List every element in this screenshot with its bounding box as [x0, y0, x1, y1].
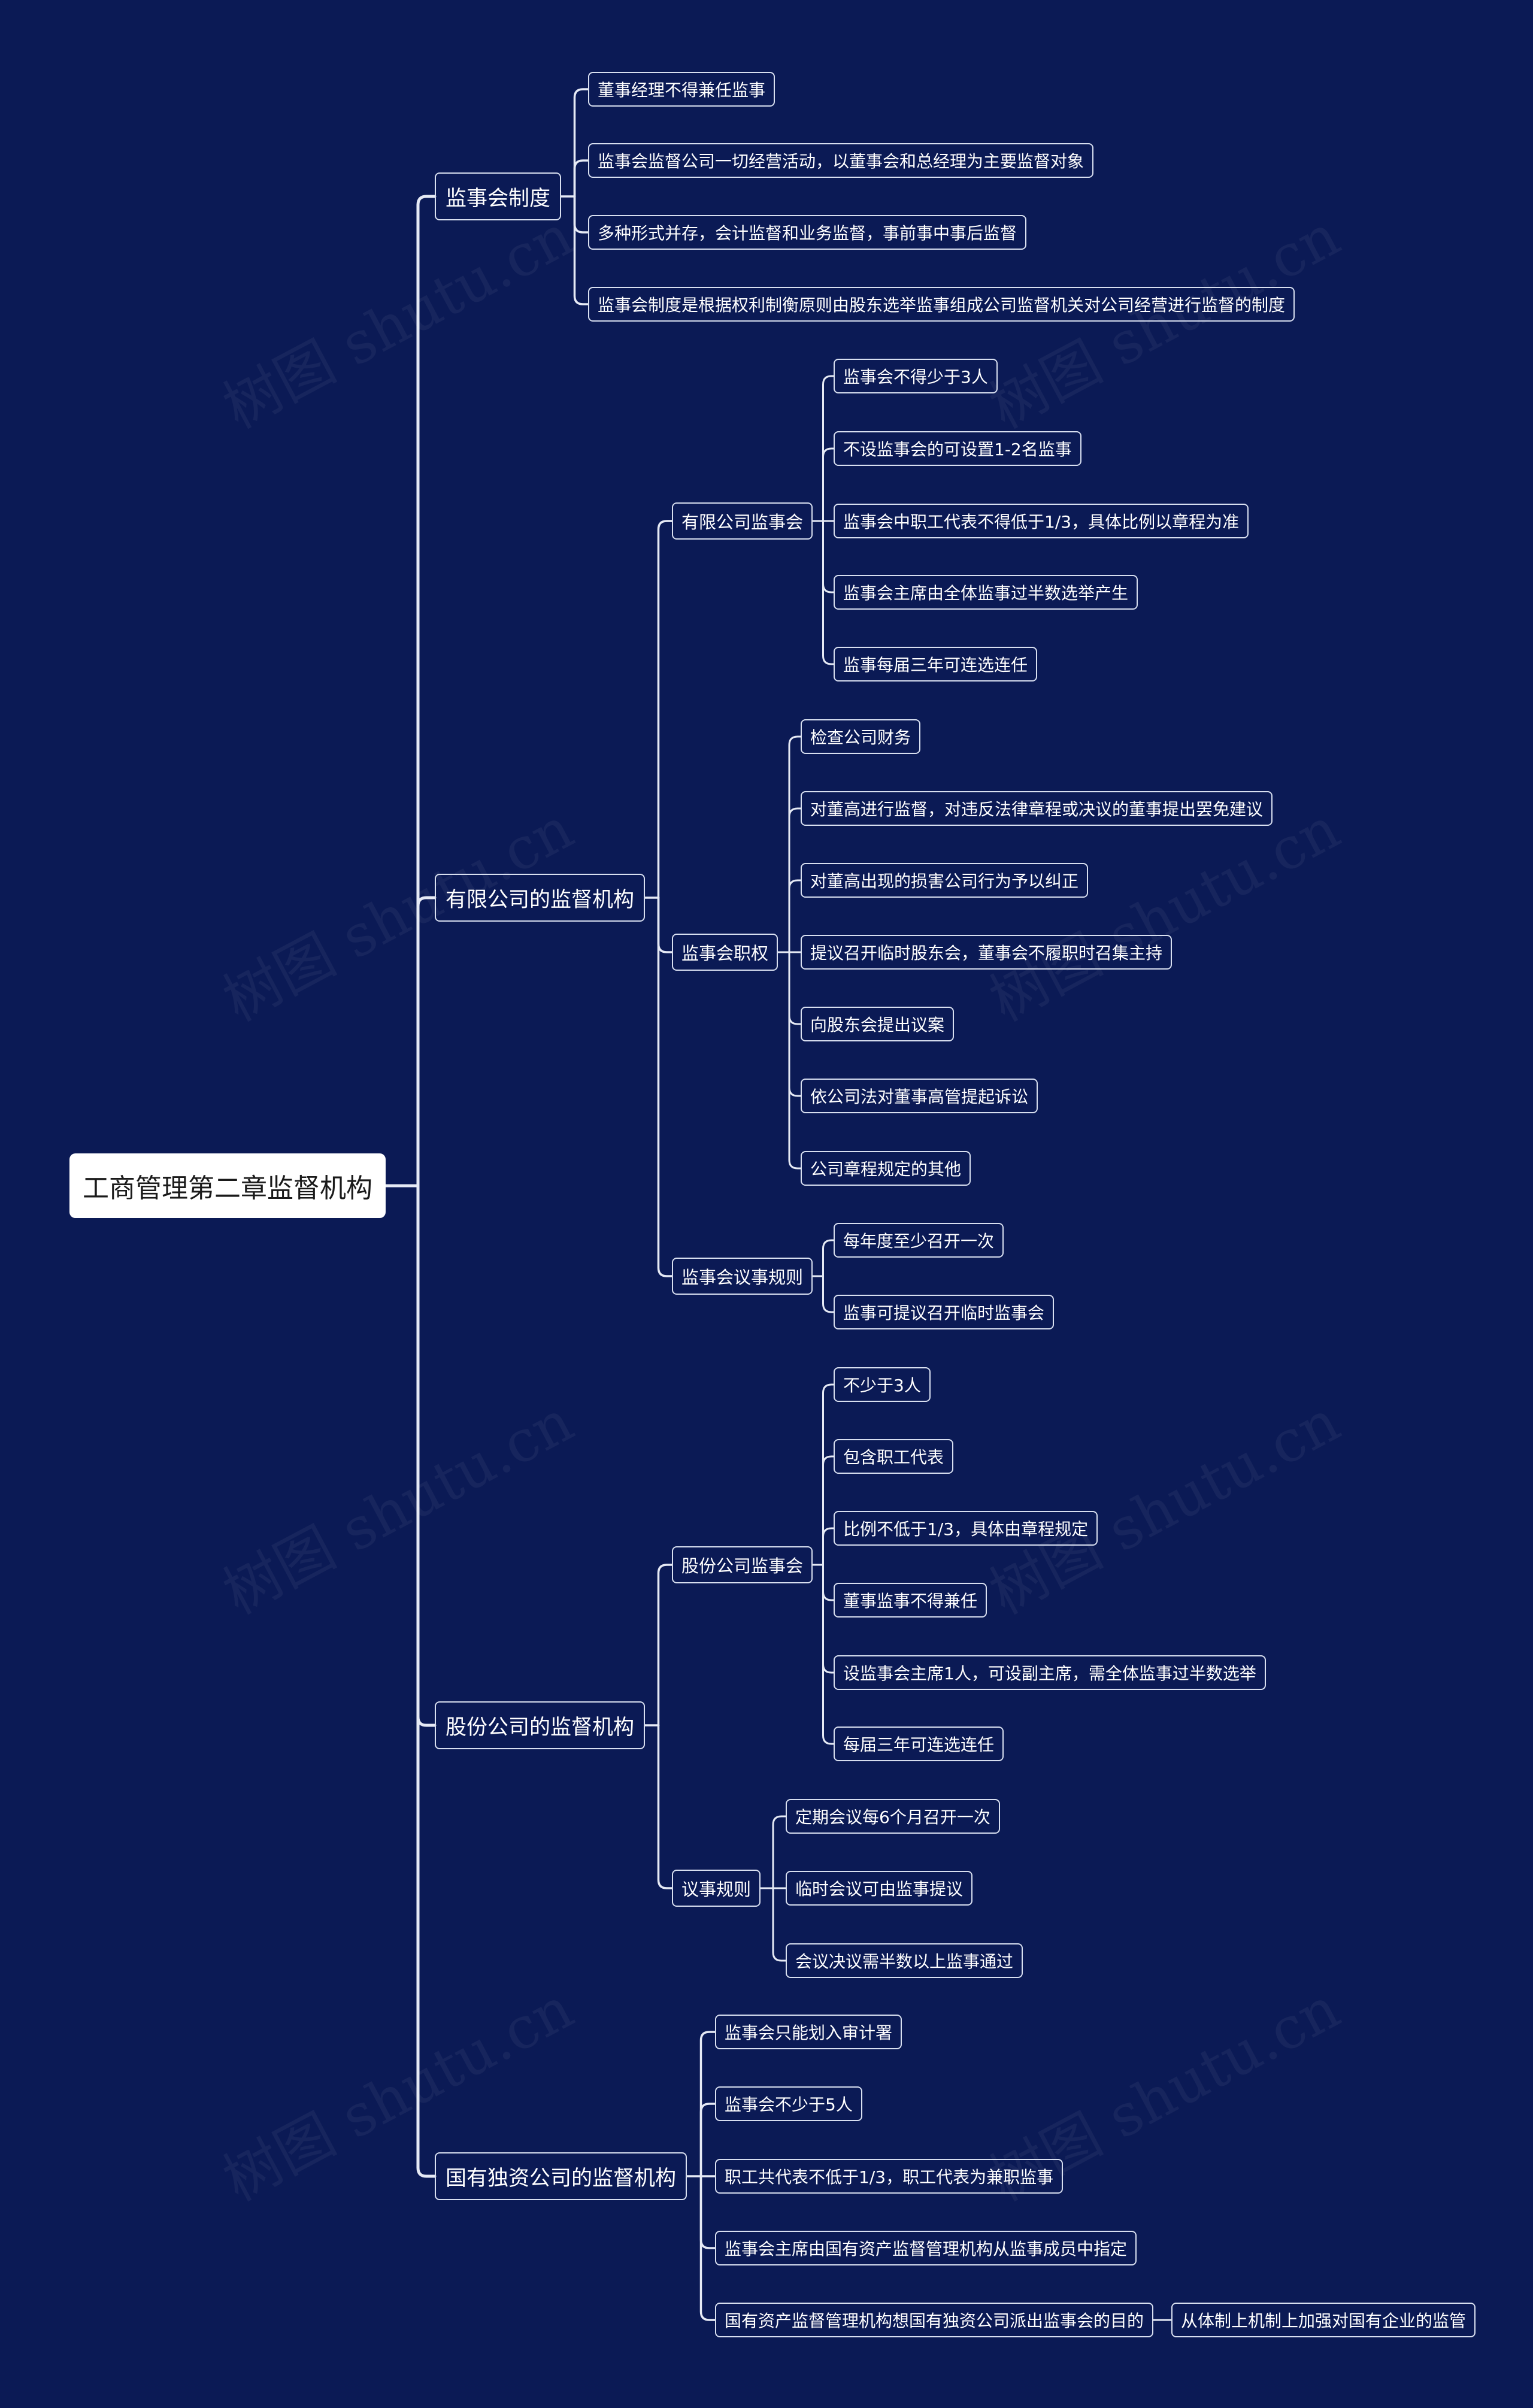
connector-line: [573, 159, 589, 198]
topic-leaf[interactable]: 监事会不得少于3人: [834, 359, 998, 393]
branch-supervisory-system[interactable]: 监事会制度: [435, 172, 562, 220]
connector-line: [822, 1239, 835, 1277]
connector-line: [822, 1455, 835, 1566]
topic-leaf[interactable]: 比例不低于1/3，具体由章程规定: [834, 1511, 1098, 1546]
connector-line: [772, 1815, 787, 1889]
connector-line: [822, 1275, 835, 1313]
connector-line: [822, 1383, 835, 1566]
subtopic-node[interactable]: 股份公司监事会: [672, 1546, 813, 1583]
topic-leaf[interactable]: 监事会主席由国有资产监督管理机构从监事成员中指定: [715, 2231, 1137, 2265]
topic-leaf[interactable]: 监事可提议召开临时监事会: [834, 1295, 1055, 1329]
subtopic-node[interactable]: 监事会议事规则: [672, 1258, 813, 1295]
topic-leaf[interactable]: 监事会监督公司一切经营活动，以董事会和总经理为主要监督对象: [588, 143, 1094, 178]
connector-line: [822, 1564, 835, 1674]
topic-leaf[interactable]: 向股东会提出议案: [801, 1007, 955, 1041]
connector-line: [788, 807, 802, 953]
topic-leaf[interactable]: 不少于3人: [834, 1367, 931, 1402]
connector-line: [573, 195, 589, 305]
topic-leaf[interactable]: 从体制上机制上加强对国有企业的监管: [1171, 2303, 1476, 2337]
topic-leaf[interactable]: 监事会中职工代表不得低于1/3，具体比例以章程为准: [834, 504, 1249, 538]
topic-leaf[interactable]: 提议召开临时股东会，董事会不履职时召集主持: [801, 935, 1173, 970]
topic-leaf[interactable]: 监事会只能划入审计署: [715, 2015, 902, 2049]
branch-state-owned-supervision[interactable]: 国有独资公司的监督机构: [435, 2152, 687, 2200]
topic-leaf[interactable]: 每年度至少召开一次: [834, 1223, 1004, 1258]
connector-line: [822, 1564, 835, 1745]
subtopic-node[interactable]: 监事会职权: [672, 934, 778, 971]
connector-line: [416, 896, 437, 1188]
connector-line: [657, 1724, 673, 1889]
topic-leaf[interactable]: 多种形式并存，会计监督和业务监督，事前事中事后监督: [588, 215, 1027, 250]
connector-line: [699, 2175, 716, 2249]
topic-leaf[interactable]: 国有资产监督管理机构想国有独资公司派出监事会的目的: [715, 2303, 1154, 2337]
subtopic-node[interactable]: 有限公司监事会: [672, 502, 813, 540]
topic-leaf[interactable]: 包含职工代表: [834, 1439, 954, 1474]
connector-line: [573, 195, 589, 234]
topic-leaf[interactable]: 职工共代表不低于1/3，职工代表为兼职监事: [715, 2159, 1064, 2194]
connector-line: [416, 1184, 437, 2178]
connector-line: [416, 195, 437, 1188]
connector-line: [788, 735, 802, 953]
connector-line: [699, 2103, 716, 2177]
topic-leaf[interactable]: 董事经理不得兼任监事: [588, 72, 775, 107]
topic-leaf[interactable]: 临时会议可由监事提议: [786, 1871, 973, 1906]
connector-line: [822, 447, 835, 522]
topic-leaf[interactable]: 监事会主席由全体监事过半数选举产生: [834, 575, 1138, 610]
topic-leaf[interactable]: 对董高进行监督，对违反法律章程或决议的董事提出罢免建议: [801, 791, 1273, 826]
topic-leaf[interactable]: 董事监事不得兼任: [834, 1583, 987, 1618]
connector-line: [822, 1527, 835, 1566]
topic-leaf[interactable]: 不设监事会的可设置1-2名监事: [834, 431, 1081, 466]
connector-line: [699, 2175, 716, 2321]
topic-leaf[interactable]: 对董高出现的损害公司行为予以纠正: [801, 863, 1089, 898]
branch-llc-supervision[interactable]: 有限公司的监督机构: [435, 874, 646, 922]
connector-line: [822, 520, 835, 665]
topic-leaf[interactable]: 会议决议需半数以上监事通过: [786, 1943, 1023, 1978]
topic-leaf[interactable]: 监事每届三年可连选连任: [834, 647, 1038, 681]
topic-leaf[interactable]: 定期会议每6个月召开一次: [786, 1799, 1000, 1834]
root-topic[interactable]: 工商管理第二章监督机构: [69, 1153, 386, 1218]
connector-line: [822, 520, 835, 593]
connector-line: [788, 951, 802, 1170]
connector-line: [657, 520, 673, 899]
topic-leaf[interactable]: 监事会不少于5人: [715, 2086, 862, 2121]
branch-joint-stock-supervision[interactable]: 股份公司的监督机构: [435, 1701, 646, 1749]
topic-leaf[interactable]: 设监事会主席1人，可设副主席，需全体监事过半数选举: [834, 1655, 1266, 1690]
connector-line: [699, 2031, 716, 2177]
connector-line: [788, 879, 802, 953]
connector-line: [657, 896, 673, 1277]
connector-line: [657, 896, 673, 953]
topic-leaf[interactable]: 公司章程规定的其他: [801, 1151, 971, 1186]
connector-line: [788, 951, 802, 1025]
connector-line: [573, 88, 589, 198]
topic-leaf[interactable]: 每届三年可连选连任: [834, 1727, 1004, 1761]
topic-leaf[interactable]: 监事会制度是根据权利制衡原则由股东选举监事组成公司监督机关对公司经营进行监督的制…: [588, 287, 1295, 322]
subtopic-node[interactable]: 议事规则: [672, 1870, 761, 1907]
connector-line: [822, 375, 835, 522]
connector-line: [822, 1564, 835, 1601]
connector-line: [772, 1887, 787, 1962]
connector-line: [657, 1564, 673, 1727]
topic-leaf[interactable]: 依公司法对董事高管提起诉讼: [801, 1079, 1038, 1113]
topic-leaf[interactable]: 检查公司财务: [801, 719, 921, 754]
